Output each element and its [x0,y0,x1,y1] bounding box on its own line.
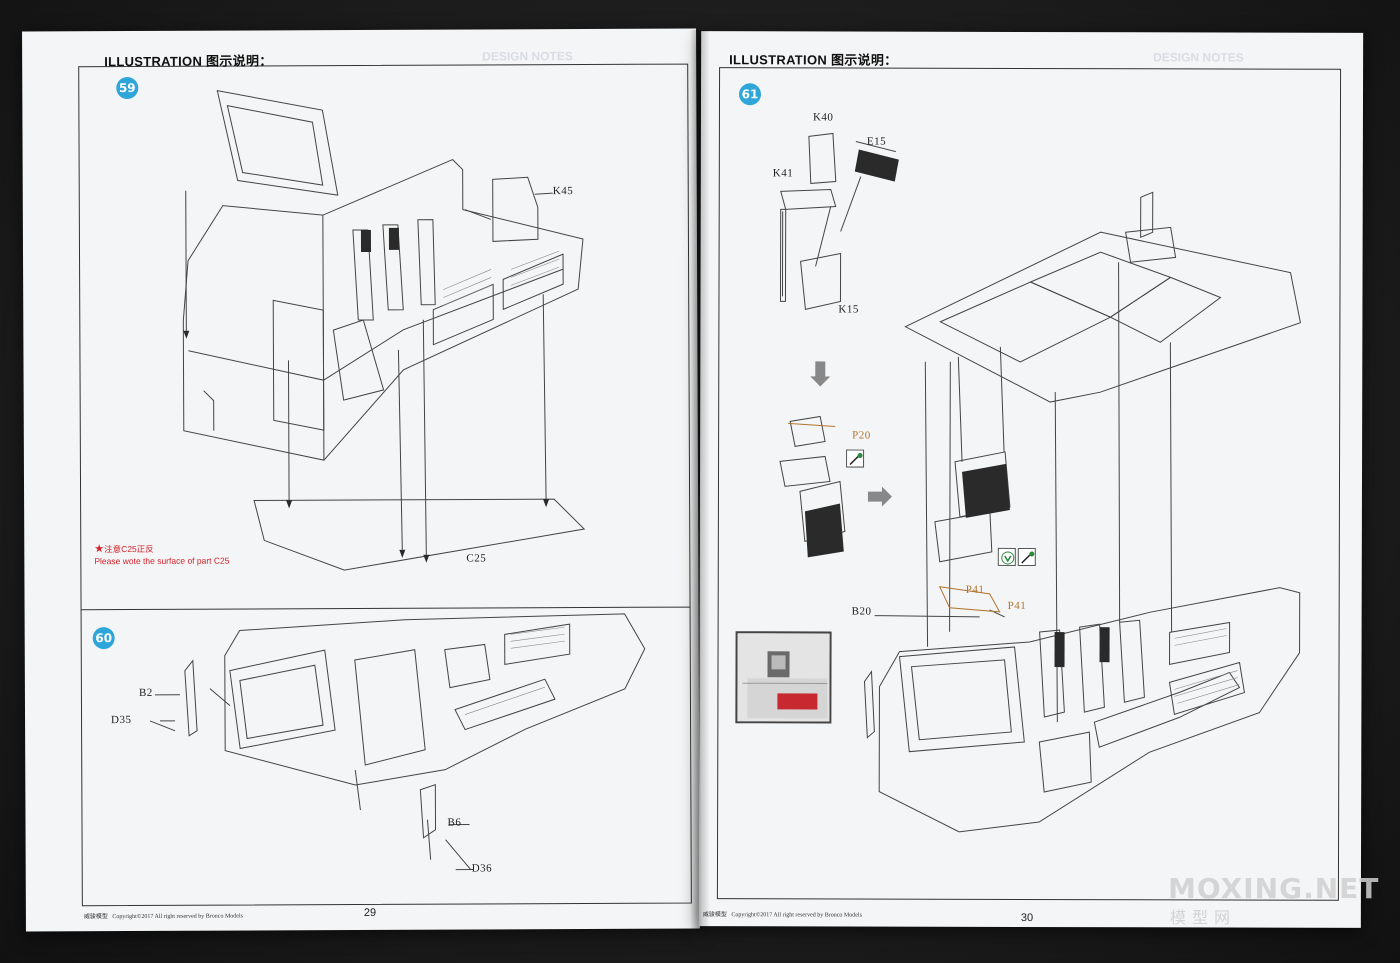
part-label-k40: K40 [812,111,834,124]
warning-star-icon: ★ [94,543,105,556]
footer-right: 威骏模型 Copyright©2017 All right reserved b… [703,909,862,918]
part-label-p41-b: P41 [1007,599,1027,612]
page-number: 30 [1020,911,1034,925]
part-label-k41: K41 [772,167,794,180]
part-label-p41-a: P41 [965,583,985,596]
footer-copyright: Copyright©2017 All right reserved by Bro… [112,913,243,921]
part-orientation-note: ★注意C25正反 Please wote the surface of part… [94,543,229,568]
page-number: 29 [363,906,377,919]
part-label-p20: P20 [852,429,871,442]
assembly-drawing-right [779,132,1301,833]
reference-photo-inset [735,631,832,724]
part-label-b20: B20 [851,605,872,618]
part-label-c25: C25 [466,552,487,565]
glue-icon [1017,547,1036,567]
footer-brand: 威骏模型 [83,914,108,921]
footer-left: 威骏模型 Copyright©2017 All right reserved b… [84,911,243,921]
assembly-drawing-left [149,89,646,871]
note-english: Please wote the surface of part C25 [94,555,230,567]
watermark-subtitle: 模型网 [1170,910,1237,927]
note-chinese: 注意C25正反 [104,543,154,555]
manual-page-right: ILLUSTRATION 图示说明： DESIGN NOTES 61 [698,31,1364,928]
part-label-d35: D35 [111,714,132,727]
down-arrow-icon [997,547,1016,566]
footer-copyright: Copyright©2017 All right reserved by Bro… [731,912,862,919]
manual-page-left: ILLUSTRATION 图示说明： DESIGN NOTES 59 60 [22,28,700,932]
part-label-e15: E15 [866,135,887,148]
part-label-k45: K45 [552,185,574,198]
part-label-d36: D36 [471,862,493,875]
part-label-b2: B2 [138,686,153,699]
watermark-logo: MOXING.NET [1168,872,1380,905]
part-label-b6: B6 [447,816,462,829]
book-spine-shadow [690,30,710,930]
part-label-k15: K15 [838,303,859,316]
glue-icon [846,449,865,468]
